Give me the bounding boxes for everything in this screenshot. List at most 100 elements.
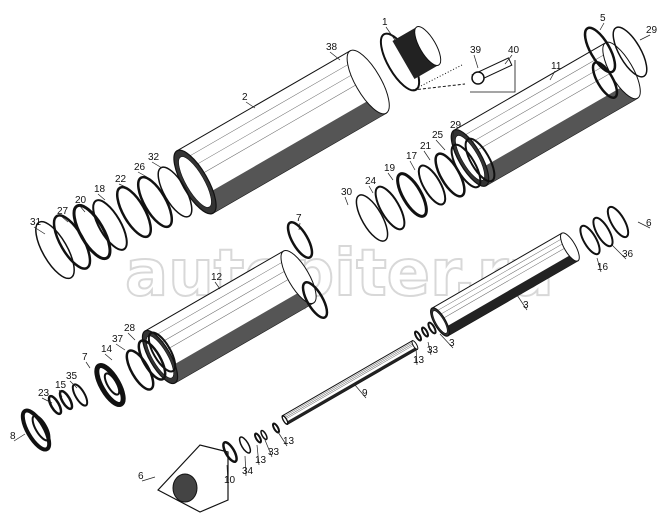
leader-line bbox=[226, 464, 229, 486]
ring-19-shape bbox=[396, 172, 428, 218]
ring-10-shape bbox=[222, 440, 238, 464]
rod-9-part-hatch bbox=[283, 341, 414, 418]
ring-5-shape bbox=[583, 26, 617, 74]
rod-9-part-end bbox=[411, 340, 419, 350]
callout-label-5: 5 bbox=[600, 13, 606, 24]
barrel-2-part-hatch bbox=[187, 69, 362, 170]
ring-33a-shape bbox=[421, 326, 429, 338]
ring-30-shape bbox=[355, 194, 389, 242]
ring-29b-shape bbox=[464, 137, 496, 183]
ring-22 bbox=[115, 185, 153, 239]
leader-line bbox=[115, 343, 126, 351]
ring-35-shape bbox=[71, 383, 89, 407]
ring-30 bbox=[355, 194, 389, 242]
ring-13c bbox=[254, 432, 262, 444]
tube-3-part-shade bbox=[443, 253, 578, 336]
ring-20-shape bbox=[72, 203, 112, 261]
leader-line bbox=[264, 439, 273, 458]
barrel-12-part-hatch bbox=[149, 258, 289, 340]
leader-line bbox=[104, 353, 113, 361]
leader-line bbox=[549, 70, 556, 81]
rod-9-part-hatch bbox=[283, 343, 415, 419]
leader-line bbox=[58, 389, 63, 398]
ring-5 bbox=[583, 26, 617, 74]
callout-label-6: 6 bbox=[138, 471, 144, 482]
callout-label-22: 22 bbox=[115, 174, 127, 185]
callout-label-34: 34 bbox=[242, 466, 254, 477]
barrel-2-part-bore bbox=[178, 156, 212, 208]
leader-line bbox=[97, 193, 106, 201]
tube-3-part-end bbox=[560, 232, 580, 262]
ring-13b bbox=[272, 422, 280, 434]
leader-line bbox=[13, 433, 26, 442]
dotted-link bbox=[412, 64, 463, 91]
ring-20 bbox=[72, 203, 112, 261]
barrel-2-part-hatch bbox=[193, 78, 367, 180]
leader-line bbox=[214, 281, 221, 290]
callout-label-12: 12 bbox=[211, 272, 223, 283]
callout-label-19: 19 bbox=[384, 163, 396, 174]
leader-line bbox=[354, 384, 367, 399]
ring-13c-shape bbox=[254, 432, 262, 444]
gland-8-inner bbox=[31, 414, 51, 442]
callout-label-8: 8 bbox=[10, 431, 16, 442]
ring-31 bbox=[35, 220, 75, 280]
barrel-12-part-shade bbox=[166, 288, 314, 383]
rod-9-part bbox=[281, 339, 419, 426]
callout-label-27: 27 bbox=[57, 206, 69, 217]
bushing-7-part bbox=[94, 362, 126, 408]
ring-14 bbox=[125, 349, 155, 391]
callout-label-11: 11 bbox=[551, 61, 562, 72]
callout-label-7: 7 bbox=[82, 352, 88, 363]
tube-3-part-hatch bbox=[439, 245, 570, 321]
bushing-7-inner bbox=[103, 372, 121, 396]
ring-19 bbox=[396, 172, 428, 218]
ring-36 bbox=[592, 216, 614, 248]
callout-label-30: 30 bbox=[341, 187, 353, 198]
ring-26-shape bbox=[136, 175, 174, 229]
ring-17 bbox=[417, 164, 447, 206]
ring-5-lower-shape bbox=[591, 61, 619, 99]
leader-line bbox=[637, 221, 651, 229]
ring-7a-lower-shape bbox=[301, 281, 329, 319]
callout-label-38: 38 bbox=[326, 42, 338, 53]
leader-line bbox=[245, 101, 256, 109]
ring-6a bbox=[606, 205, 630, 239]
leader-line bbox=[504, 54, 513, 65]
leader-line bbox=[118, 183, 129, 189]
leader-line bbox=[329, 51, 341, 61]
ring-25-shape bbox=[450, 143, 482, 189]
ring-29a-shape bbox=[612, 26, 648, 78]
tube-3-part bbox=[430, 232, 580, 337]
leader-line bbox=[385, 26, 396, 41]
ring-25 bbox=[450, 143, 482, 189]
nut-39-part bbox=[471, 71, 485, 85]
callout-label-31: 31 bbox=[30, 217, 42, 228]
callout-label-36: 36 bbox=[622, 249, 634, 260]
leader-line bbox=[244, 455, 247, 477]
barrel-12-part-hatch bbox=[158, 274, 298, 355]
callout-label-24: 24 bbox=[365, 176, 377, 187]
leader-line bbox=[423, 150, 431, 161]
rod-9-part-bore bbox=[282, 416, 288, 424]
leader-line bbox=[451, 129, 455, 144]
ring-22-shape bbox=[115, 185, 153, 239]
leader-line bbox=[69, 380, 78, 389]
leader-line bbox=[151, 161, 163, 169]
leader-line bbox=[427, 341, 432, 356]
barrel-12-part-end bbox=[280, 249, 317, 305]
ring-5-lower bbox=[591, 61, 619, 99]
callout-label-15: 15 bbox=[55, 380, 67, 391]
callout-label-28: 28 bbox=[124, 323, 136, 334]
ring-31-shape bbox=[35, 220, 75, 280]
leader-line bbox=[277, 431, 288, 447]
ring-23-shape bbox=[47, 394, 63, 416]
callout-label-20: 20 bbox=[75, 195, 87, 206]
tube-3-part-hatch bbox=[434, 237, 565, 313]
head-1-part bbox=[379, 26, 442, 92]
callout-label-14: 14 bbox=[101, 344, 113, 355]
ring-37-shape bbox=[137, 339, 167, 381]
ring-34 bbox=[238, 436, 252, 454]
